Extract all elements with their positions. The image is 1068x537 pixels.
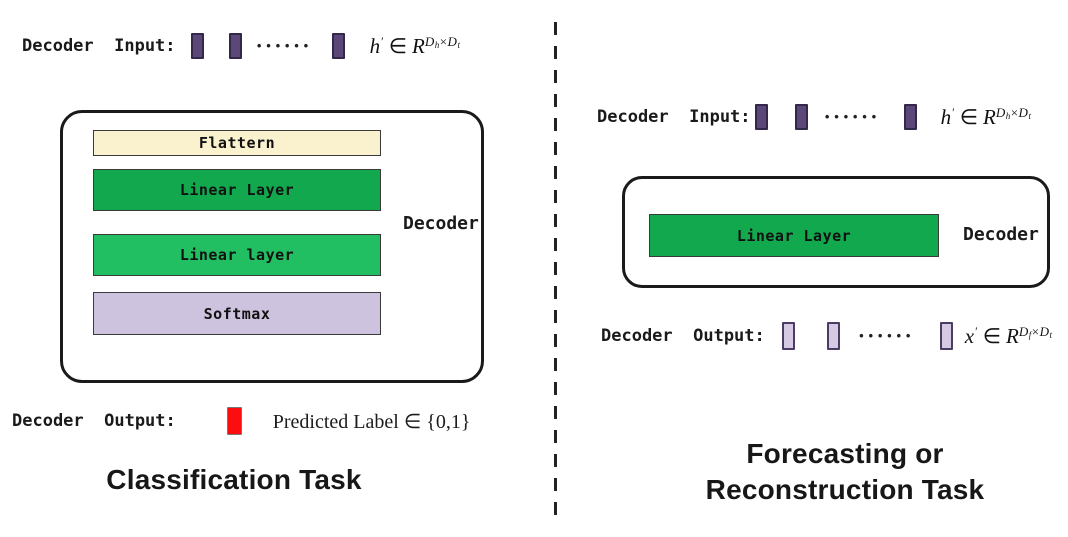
exp-times: × [439, 34, 448, 49]
exp-times: × [1031, 324, 1040, 339]
exp-d1-sub: h [434, 40, 440, 50]
formula-variable: h [369, 34, 381, 58]
layer-flattern: Flattern [93, 130, 381, 156]
layer-linear-2: Linear layer [93, 234, 381, 276]
left-decoder-box: Flattern Linear Layer Linear layer Softm… [60, 110, 484, 383]
input-token-icon [331, 33, 345, 59]
formula-exponent: Dh×Dt [424, 34, 461, 50]
exp-times: × [1010, 105, 1019, 120]
output-token-icon [826, 322, 840, 350]
right-decoder-box: Linear Layer Decoder [622, 176, 1050, 288]
exp-d2-sub: t [1049, 330, 1053, 340]
formula-exponent: Dh×Dt [995, 105, 1032, 121]
input-token-icon [228, 33, 242, 59]
left-decoder-output-row: Decoder Output: Predicted Label ∈ {0,1} [12, 407, 470, 435]
formula-variable: x [964, 324, 975, 348]
forecasting-task-title-line2: Reconstruction Task [705, 474, 985, 505]
formula-exponent: Df×Dt [1018, 324, 1053, 340]
formula-set: R [411, 34, 425, 58]
exp-d1: D [995, 105, 1006, 120]
output-dimension-formula: x′∈RDf×Dt [965, 325, 1053, 347]
formula-variable: h [940, 105, 952, 129]
input-token-icon [903, 104, 917, 130]
exp-d2-sub: t [457, 40, 461, 50]
ellipsis-dots: ······ [857, 323, 914, 348]
left-decoder-input-row: Decoder Input: ······ h′∈RDh×Dt [22, 33, 460, 59]
formula-prime: ′ [975, 324, 978, 338]
left-decoder-output-label: Decoder Output: [12, 410, 176, 431]
predicted-label-annotation: Predicted Label ∈ {0,1} [272, 410, 471, 433]
exp-d1: D [1018, 324, 1029, 339]
right-decoder-output-row: Decoder Output: ······ x′∈RDf×Dt [601, 322, 1053, 350]
formula-set: R [1006, 324, 1019, 348]
exp-d1: D [424, 34, 435, 49]
output-token-icon [939, 322, 953, 350]
formula-prime: ′ [952, 105, 955, 119]
exp-d2: D [1018, 105, 1029, 120]
classification-task-title: Classification Task [106, 464, 362, 495]
predicted-label-token-icon [226, 407, 242, 435]
right-decoder-output-label: Decoder Output: [601, 325, 765, 346]
input-token-icon [190, 33, 204, 59]
formula-prime: ′ [381, 34, 384, 48]
exp-d1-sub: h [1005, 111, 1011, 121]
layer-linear-1: Linear Layer [93, 169, 381, 211]
formula-set: R [982, 105, 996, 129]
exp-d1-sub: f [1028, 330, 1032, 340]
divider-dashed-line [554, 22, 557, 525]
right-decoder-box-label: Decoder [963, 224, 1039, 245]
input-token-icon [754, 104, 768, 130]
left-decoder-input-label: Decoder Input: [22, 35, 176, 56]
input-token-icon [794, 104, 808, 130]
element-of-symbol: ∈ [982, 324, 1002, 348]
exp-d2-sub: t [1028, 111, 1032, 121]
ellipsis-dots: ······ [255, 33, 312, 58]
layer-linear: Linear Layer [649, 214, 939, 257]
element-of-symbol: ∈ [959, 105, 978, 129]
forecasting-task-title: Forecasting or Reconstruction Task [620, 436, 1068, 508]
exp-d2: D [447, 34, 458, 49]
right-decoder-input-row: Decoder Input: ······ h′∈RDh×Dt [597, 104, 1031, 130]
layer-softmax: Softmax [93, 292, 381, 335]
left-decoder-box-label: Decoder [403, 213, 479, 234]
exp-d2: D [1039, 324, 1050, 339]
element-of-symbol: ∈ [388, 34, 407, 58]
right-decoder-input-label: Decoder Input: [597, 106, 751, 127]
ellipsis-dots: ······ [823, 104, 880, 129]
input-dimension-formula: h′∈RDh×Dt [941, 106, 1032, 128]
output-token-icon [781, 322, 795, 350]
forecasting-task-title-line1: Forecasting or [746, 438, 944, 469]
input-dimension-formula: h′∈RDh×Dt [370, 35, 461, 57]
